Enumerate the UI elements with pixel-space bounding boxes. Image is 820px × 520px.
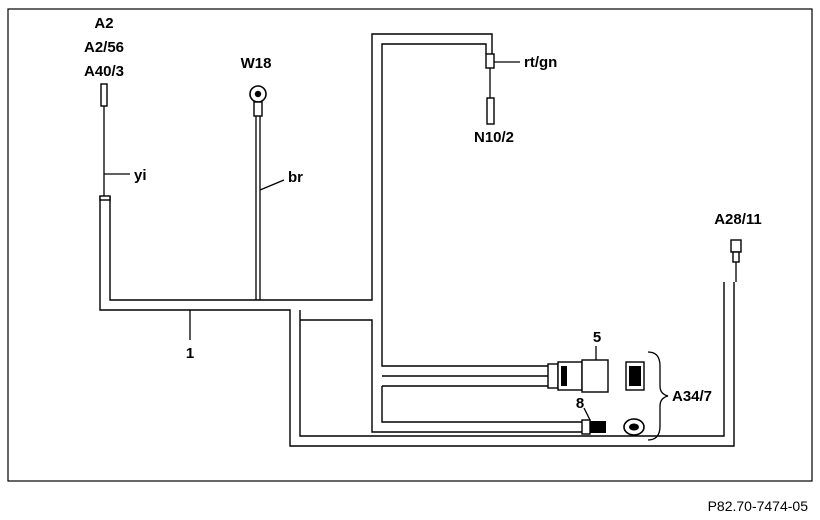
label-a2-56: A2/56: [84, 39, 124, 56]
label-a28-11: A28/11: [714, 211, 762, 228]
label-br: br: [288, 169, 303, 186]
connector-5: [547, 346, 645, 393]
label-item-5: 5: [593, 329, 601, 346]
label-a34-7: A34/7: [672, 388, 712, 405]
label-item-1: 1: [186, 345, 194, 362]
label-item-8: 8: [576, 395, 584, 412]
label-a2: A2: [94, 15, 113, 32]
main-harness: [99, 33, 735, 447]
label-n10-2: N10/2: [474, 129, 514, 146]
diagram-frame: [7, 8, 813, 482]
connector-a28-11: [730, 239, 742, 282]
connector-8: [581, 407, 645, 436]
figure-reference: P82.70-7474-05: [707, 498, 808, 514]
wire-br: [249, 85, 285, 300]
label-yi: yi: [134, 167, 147, 184]
wire-yi: [99, 83, 130, 201]
label-rt-gn: rt/gn: [524, 54, 557, 71]
label-a40-3: A40/3: [84, 63, 124, 80]
wire-rt-gn: [485, 53, 520, 125]
brace-a34-7: [647, 351, 669, 441]
label-w18: W18: [241, 55, 272, 72]
